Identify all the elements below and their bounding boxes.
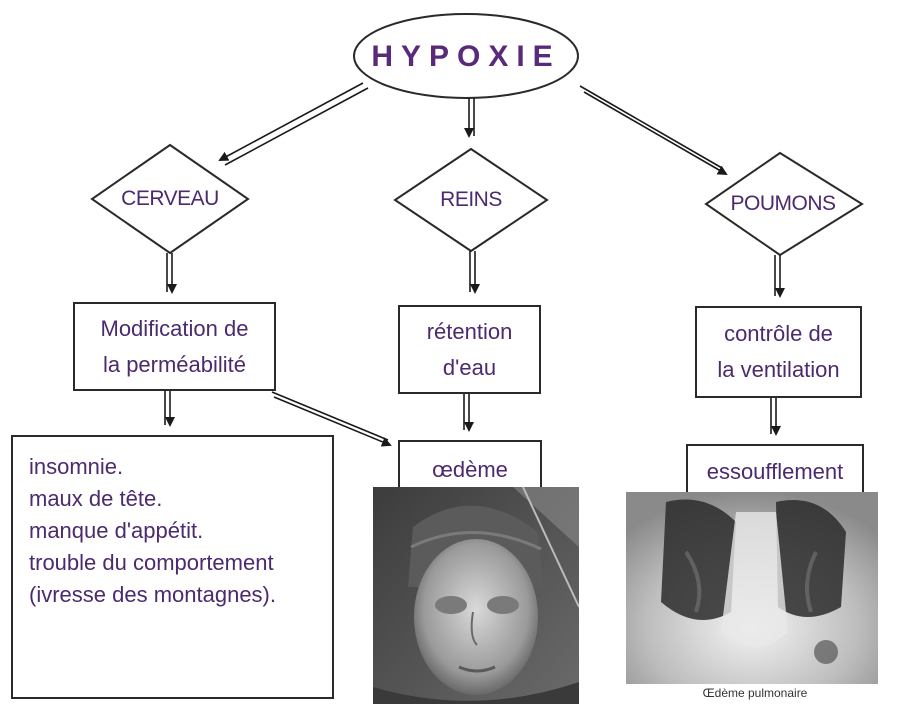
- arrow-modification-symptoms: [164, 389, 175, 427]
- effect-line: rétention: [426, 318, 513, 344]
- arrow-controle-essoufflement: [770, 398, 781, 436]
- effect-line: d'eau: [442, 354, 497, 380]
- arrow-poumons-controle: [774, 255, 785, 298]
- outcome-label-oedeme: œdème: [432, 457, 508, 482]
- diamond-cerveau: [90, 143, 250, 255]
- arrow-cerveau-modification: [166, 253, 177, 294]
- outcome-label-essoufflement: essoufflement: [706, 459, 844, 484]
- organ-label-cerveau: CERVEAU: [121, 187, 219, 210]
- symptom-item: maux de tête.: [29, 486, 163, 511]
- xray-photo: [626, 492, 878, 684]
- outcome-box-oedeme: œdème: [398, 440, 542, 496]
- effect-box-modification: Modification de la perméabilité: [73, 302, 276, 391]
- root-label: HYPOXIE: [371, 40, 561, 73]
- effect-line: contrôle de: [724, 321, 833, 346]
- symptom-item: insomnie.: [29, 454, 124, 479]
- arrow-retention-oedeme: [463, 393, 474, 432]
- symptoms-box: insomnie. maux de tête. manque d'appétit…: [11, 435, 334, 699]
- arrow-modification-oedeme: [271, 391, 392, 447]
- organ-label-reins: REINS: [440, 188, 502, 211]
- symptom-item: trouble du comportement: [29, 550, 274, 575]
- arrow-reins-retention: [469, 251, 480, 294]
- effect-line: Modification de: [100, 315, 249, 341]
- effect-box-ventilation: contrôle de la ventilation: [695, 306, 862, 398]
- diamond-reins: [393, 147, 549, 253]
- symptom-item: (ivresse des montagnes).: [29, 582, 276, 607]
- root-ellipse: [353, 13, 579, 99]
- effect-line: la perméabilité: [102, 351, 247, 377]
- symptom-item: manque d'appétit.: [29, 518, 204, 543]
- arrow-hypoxie-reins: [464, 98, 475, 138]
- organ-label-poumons: POUMONS: [730, 192, 836, 215]
- outcome-box-essoufflement: essoufflement: [686, 444, 864, 496]
- arrow-hypoxie-poumons: [579, 85, 728, 176]
- effect-line: la ventilation: [717, 357, 840, 382]
- effect-box-retention: rétention d'eau: [398, 305, 541, 394]
- arrow-hypoxie-cerveau: [218, 82, 369, 166]
- face-photo: [373, 487, 579, 704]
- xray-caption: Œdème pulmonaire: [702, 686, 808, 700]
